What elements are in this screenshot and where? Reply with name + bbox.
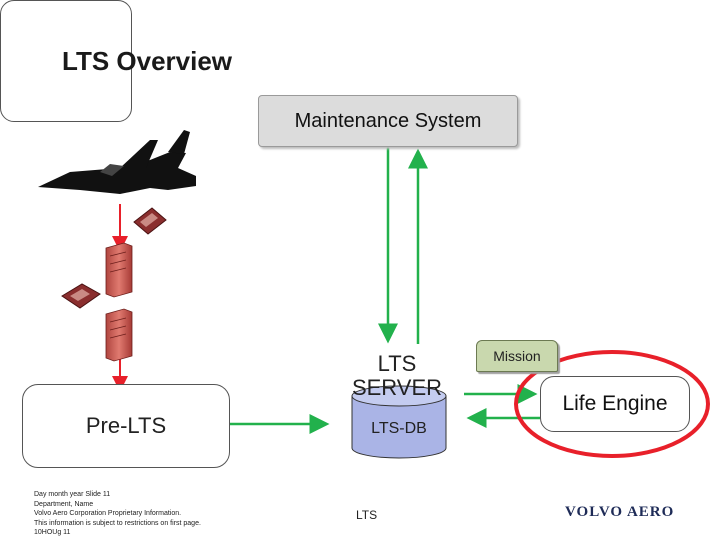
mission-label: Mission: [493, 348, 541, 364]
maintenance-system-label: Maintenance System: [294, 109, 482, 132]
footer-line: Day month year Slide 11: [34, 491, 111, 498]
footer-line: Department, Name: [34, 500, 94, 508]
pre-lts-label: Pre-LTS: [85, 413, 167, 438]
page-title: LTS Overview: [62, 46, 233, 76]
maintenance-system-box: Maintenance System: [258, 95, 518, 147]
footer-line: This information is subject to restricti…: [34, 519, 201, 527]
footer-info: Day month year Slide 11 Department, Name…: [34, 490, 201, 538]
server-tower-icon: [105, 308, 133, 362]
server-tower-icon: [105, 242, 133, 298]
volvo-aero-logo: VOLVO AERO: [565, 504, 675, 520]
recorder-cartridge-icon: [61, 283, 101, 309]
recorder-cartridge-icon: [133, 207, 167, 235]
pre-lts-box: Pre-LTS: [22, 384, 230, 468]
mission-folder-tab: Mission: [476, 340, 558, 372]
lts-db-label: LTS-DB: [371, 420, 427, 437]
lts-server-box: [0, 0, 132, 122]
life-engine-box: Life Engine: [540, 376, 690, 432]
footer-line: 10HOUg 11: [34, 529, 71, 536]
footer-center-text: LTS: [356, 508, 378, 522]
jet-aircraft-icon: [38, 130, 196, 194]
life-engine-label: Life Engine: [562, 392, 668, 415]
life-engine-highlight-ellipse: [514, 350, 710, 458]
lts-server-label: LTS SERVER: [351, 351, 443, 400]
footer-line: Volvo Aero Corporation Proprietary Infor…: [34, 510, 182, 517]
database-cylinder-icon: [351, 385, 447, 459]
